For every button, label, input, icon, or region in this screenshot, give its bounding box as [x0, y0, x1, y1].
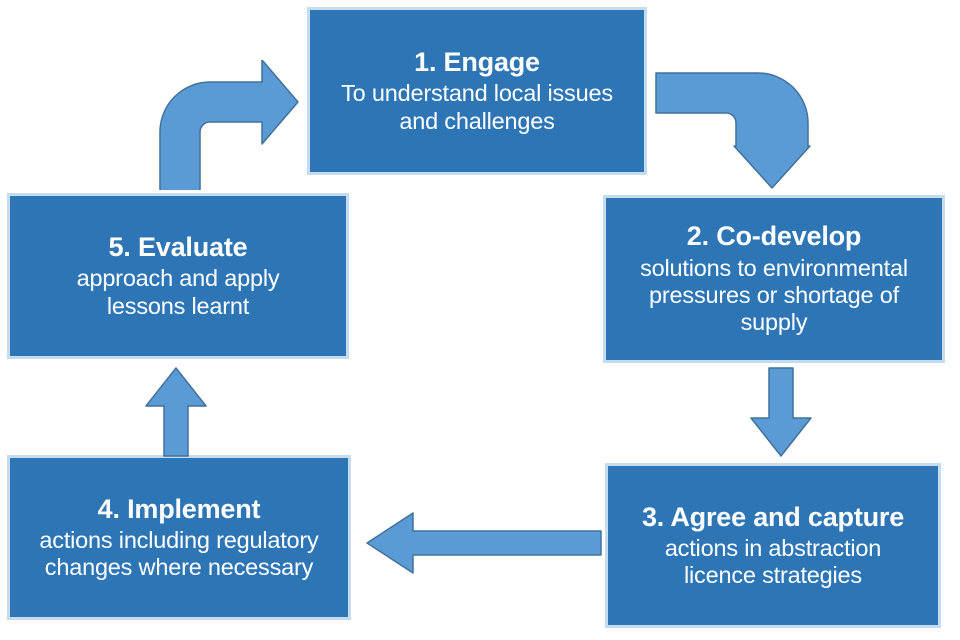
node-evaluate[interactable]: 5. Evaluate approach and apply lessons l… — [7, 193, 349, 359]
node-engage-line-2: and challenges — [399, 107, 555, 134]
node-co-develop-line-2: pressures or shortage of — [649, 282, 899, 309]
node-implement-title: 4. Implement — [97, 493, 261, 524]
arrow-implement-to-evaluate — [143, 366, 209, 458]
node-evaluate-title: 5. Evaluate — [108, 232, 248, 263]
node-implement-line-2: changes where necessary — [44, 554, 314, 581]
arrow-agree-to-implement — [365, 510, 603, 576]
node-evaluate-line-2: lessons learnt — [106, 292, 250, 319]
node-engage-line-1: To understand local issues — [341, 80, 613, 107]
node-co-develop-line-1: solutions to environmental — [640, 254, 908, 281]
arrow-co-develop-to-agree — [748, 366, 814, 458]
elbow-right-down-arrow-icon — [655, 72, 811, 189]
node-engage-body: To understand local issues and challenge… — [341, 80, 613, 135]
node-agree-and-capture[interactable]: 3. Agree and capture actions in abstract… — [605, 463, 941, 628]
node-agree-and-capture-line-1: actions in abstraction — [664, 534, 882, 561]
node-co-develop[interactable]: 2. Co-develop solutions to environmental… — [603, 195, 945, 363]
node-implement-line-1: actions including regulatory — [39, 526, 319, 553]
arrow-engage-to-co-develop — [654, 70, 812, 190]
node-co-develop-body: solutions to environmental pressures or … — [640, 255, 908, 337]
arrow-up-icon — [145, 367, 207, 457]
arrow-down-icon — [750, 367, 812, 457]
node-evaluate-line-1: approach and apply — [76, 265, 280, 292]
node-implement[interactable]: 4. Implement actions including regulator… — [7, 455, 351, 620]
node-co-develop-title: 2. Co-develop — [686, 221, 862, 252]
node-agree-and-capture-line-2: licence strategies — [684, 562, 862, 589]
arrow-evaluate-to-engage — [158, 60, 300, 190]
arrow-left-icon — [366, 512, 602, 574]
node-agree-and-capture-title: 3. Agree and capture — [641, 501, 905, 532]
node-implement-body: actions including regulatory changes whe… — [39, 527, 318, 582]
node-evaluate-body: approach and apply lessons learnt — [77, 265, 280, 320]
node-engage-title: 1. Engage — [414, 47, 540, 78]
elbow-up-right-arrow-icon — [159, 60, 299, 190]
node-co-develop-line-3: supply — [740, 309, 808, 336]
node-engage[interactable]: 1. Engage To understand local issues and… — [307, 7, 647, 175]
node-agree-and-capture-body: actions in abstraction licence strategie… — [664, 534, 882, 590]
